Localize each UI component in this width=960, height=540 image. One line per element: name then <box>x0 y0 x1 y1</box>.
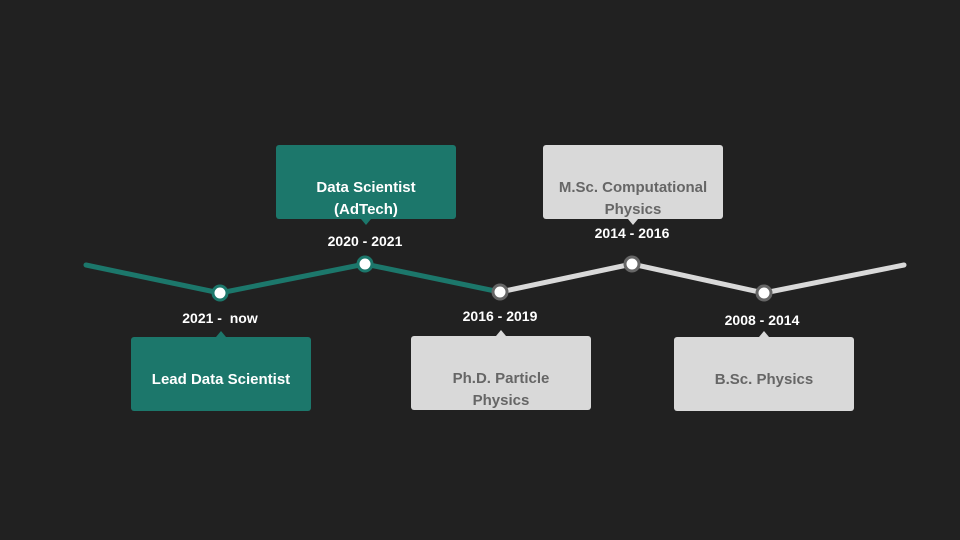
timeline-line-inactive <box>497 261 907 296</box>
milestone-date-1: 2021 - now <box>182 310 258 326</box>
timeline-line-active <box>83 261 503 296</box>
milestone-card-1: Lead Data Scientist <box>131 331 311 411</box>
milestone-card-5: B.Sc. Physics <box>674 331 854 411</box>
milestone-date-3: 2016 - 2019 <box>462 308 538 324</box>
milestone-card-3: Ph.D. Particle Physics <box>411 330 591 410</box>
milestone-title-2: Data Scientist (AdTech) <box>316 179 416 218</box>
timeline-node-3 <box>491 283 509 301</box>
milestone-date-5: 2008 - 2014 <box>724 312 800 328</box>
timeline-node-2 <box>356 255 374 273</box>
timeline-node-4 <box>623 255 641 273</box>
timeline-node-5 <box>755 284 773 302</box>
milestone-title-1: Lead Data Scientist <box>151 371 291 388</box>
milestone-title-4: M.Sc. Computational Physics <box>558 179 708 218</box>
milestone-card-4: M.Sc. Computational Physics <box>543 145 723 225</box>
milestone-card-2: Data Scientist (AdTech) <box>276 145 456 225</box>
milestone-title-5: B.Sc. Physics <box>714 371 814 388</box>
timeline-node-1 <box>211 284 229 302</box>
milestone-title-3: Ph.D. Particle Physics <box>452 370 550 409</box>
milestone-date-4: 2014 - 2016 <box>594 225 670 241</box>
milestone-date-2: 2020 - 2021 <box>327 233 403 249</box>
